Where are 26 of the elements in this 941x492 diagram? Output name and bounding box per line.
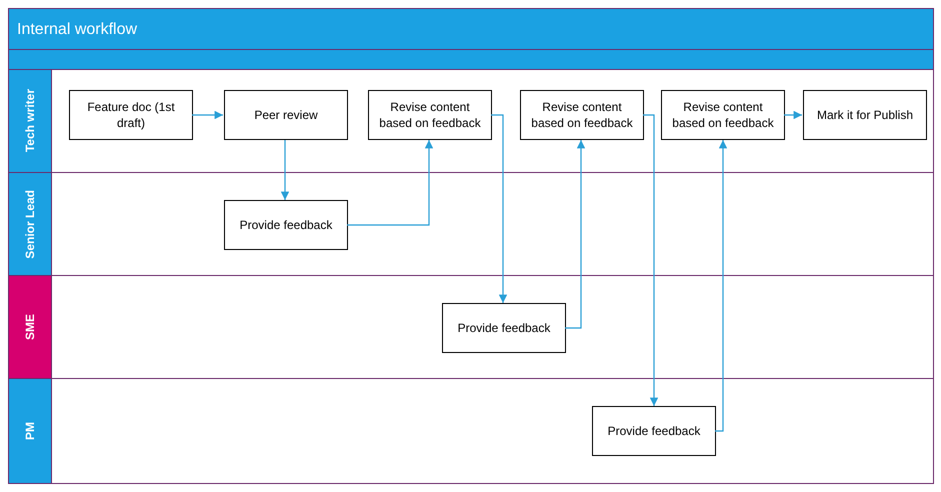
- diagram-title: Internal workflow: [8, 8, 934, 50]
- arrow: [347, 140, 434, 226]
- arrow: [643, 114, 658, 406]
- process-box: Provide feedback: [224, 200, 348, 250]
- process-box: Revise content based on feedback: [368, 90, 492, 140]
- process-box: Peer review: [224, 90, 348, 140]
- lane-header: Senior Lead: [9, 173, 52, 275]
- process-box: Mark it for Publish: [803, 90, 927, 140]
- arrow: [192, 110, 223, 120]
- lane-header: Tech writer: [9, 70, 52, 172]
- process-box: Revise content based on feedback: [661, 90, 785, 140]
- arrow: [784, 110, 802, 120]
- arrow: [280, 140, 290, 200]
- process-box: Feature doc (1st draft): [69, 90, 193, 140]
- lane-header: SME: [9, 276, 52, 378]
- process-box: Provide feedback: [442, 303, 566, 353]
- swimlane: [8, 276, 934, 379]
- swimlane: [8, 379, 934, 484]
- arrow: [491, 114, 508, 303]
- swimlane: [8, 70, 934, 173]
- arrow: [715, 140, 728, 432]
- process-box: Revise content based on feedback: [520, 90, 644, 140]
- lane-header: PM: [9, 379, 52, 483]
- swimlane: [8, 173, 934, 276]
- process-box: Provide feedback: [592, 406, 716, 456]
- arrow: [565, 140, 586, 329]
